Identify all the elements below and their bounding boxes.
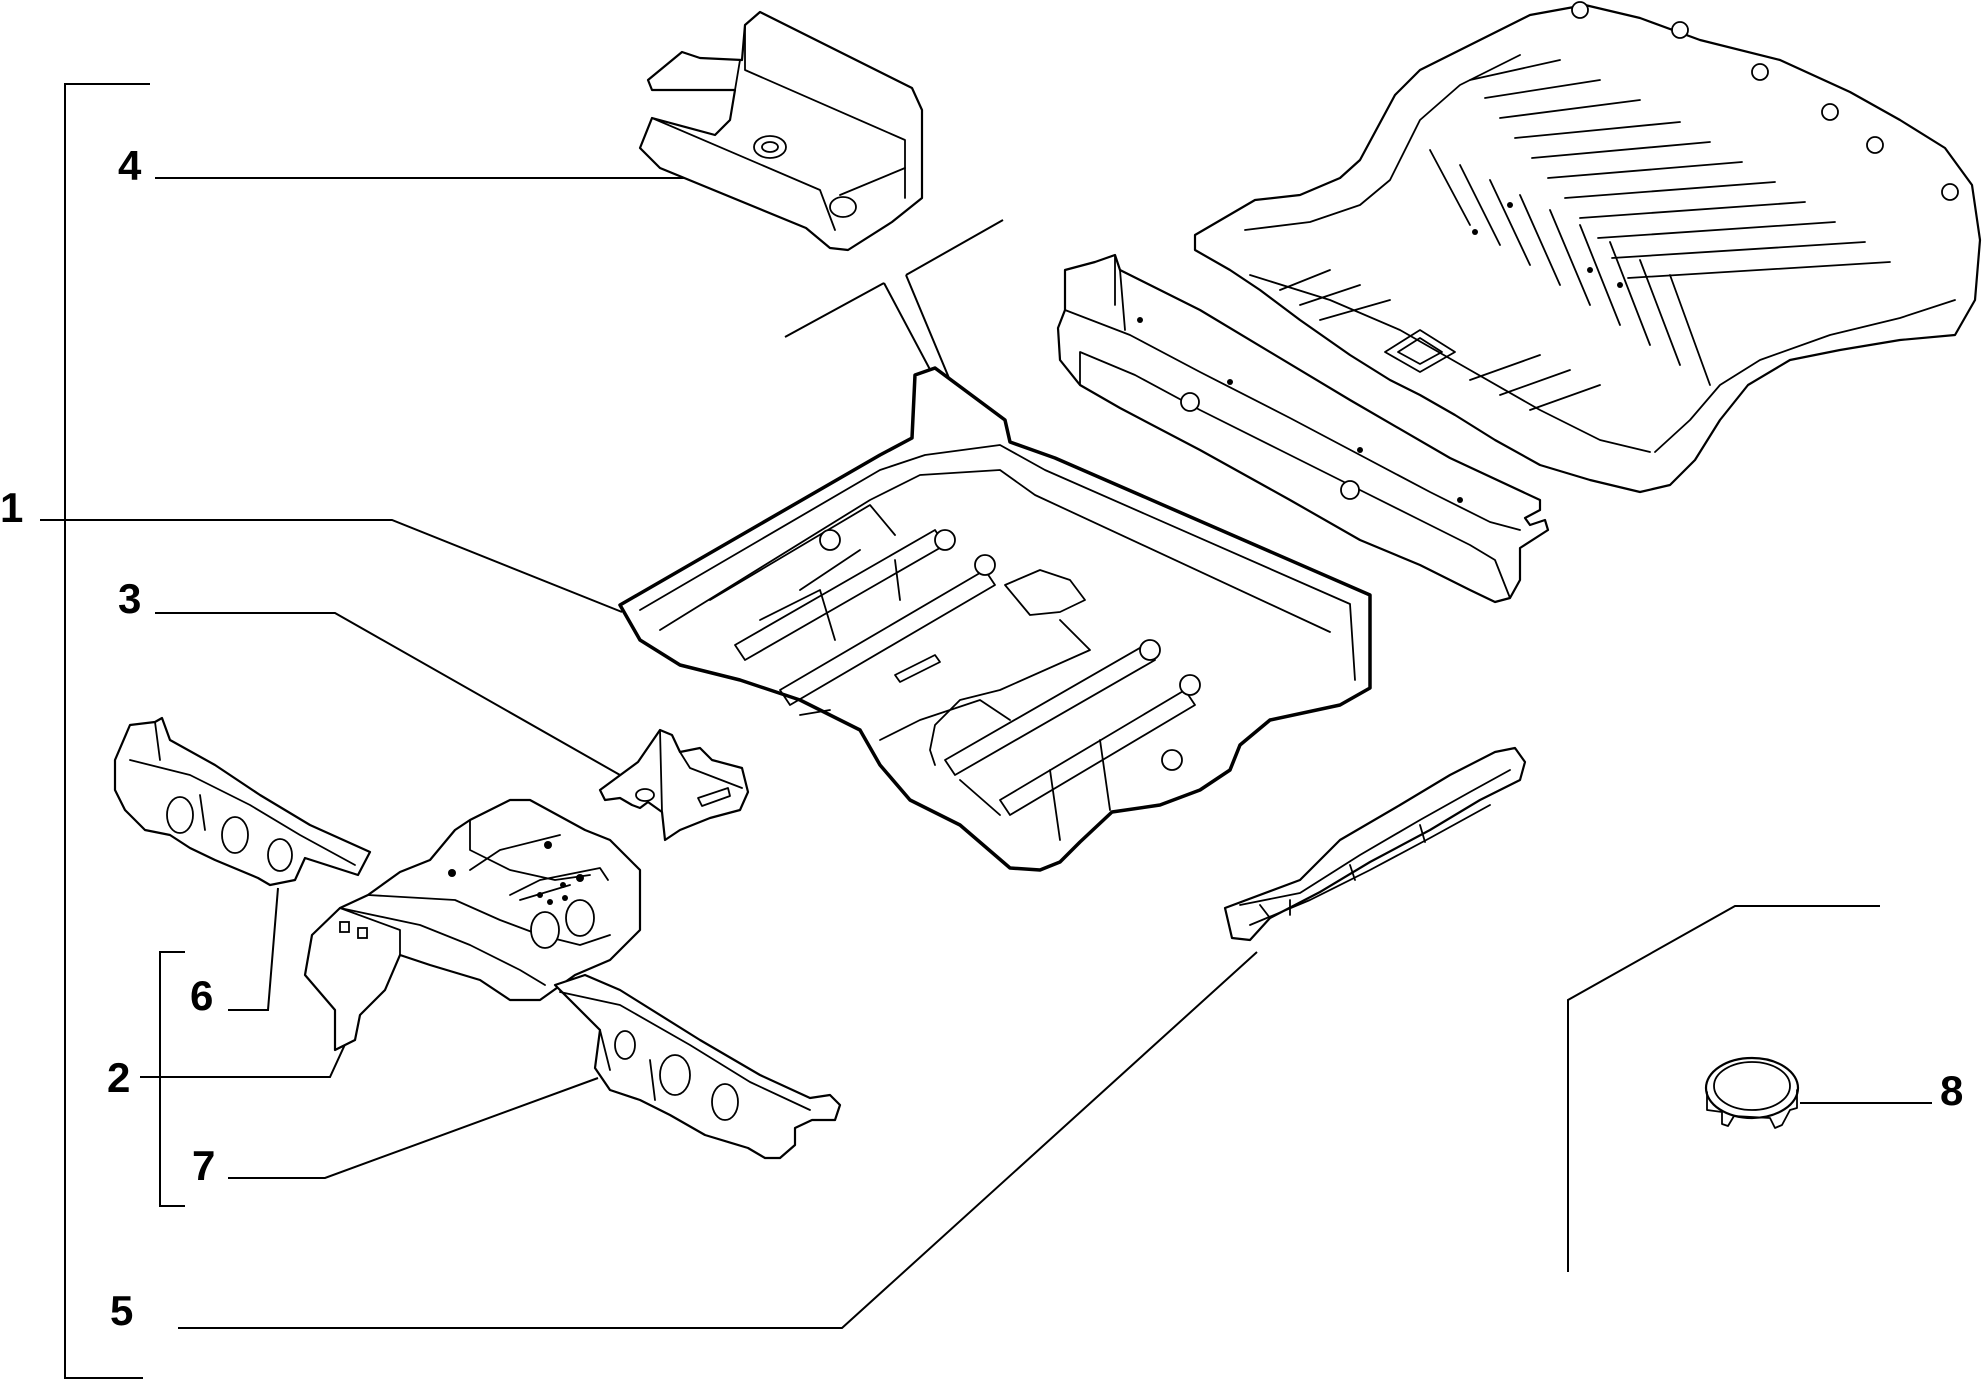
bracket-assembly-1	[64, 83, 150, 1379]
group-line-part-8	[1567, 905, 1880, 1272]
bracket-assembly-2	[159, 951, 185, 1207]
callout-7: 7	[192, 1142, 215, 1189]
callout-4: 4	[118, 142, 142, 189]
callout-6: 6	[190, 972, 213, 1019]
callout-8: 8	[1940, 1067, 1963, 1114]
part-6-left-rail	[113, 716, 372, 887]
callout-3: 3	[118, 575, 141, 622]
part-8-plug	[1704, 1056, 1800, 1129]
part-7-right-rail	[553, 973, 842, 1160]
part-5-side-member	[1223, 746, 1527, 942]
part-3-small-bracket	[598, 728, 750, 842]
callout-5: 5	[110, 1287, 133, 1334]
leader-5	[178, 951, 1258, 1329]
callout-labels: 1 2 3 4 5 6 7 8	[0, 142, 1963, 1334]
leader-1	[40, 519, 623, 613]
part-1-floor-pan	[618, 366, 1372, 872]
leader-7	[228, 1077, 599, 1179]
rear-floor-panel	[1193, 1, 1982, 494]
leader-3	[155, 612, 621, 776]
group-line-c	[905, 219, 1004, 276]
callout-2: 2	[107, 1054, 130, 1101]
callout-1: 1	[0, 484, 23, 531]
group-line-a	[784, 282, 885, 338]
leader-6	[228, 887, 279, 1011]
rear-cross-member	[1056, 253, 1550, 604]
part-4-bracket	[638, 10, 924, 252]
